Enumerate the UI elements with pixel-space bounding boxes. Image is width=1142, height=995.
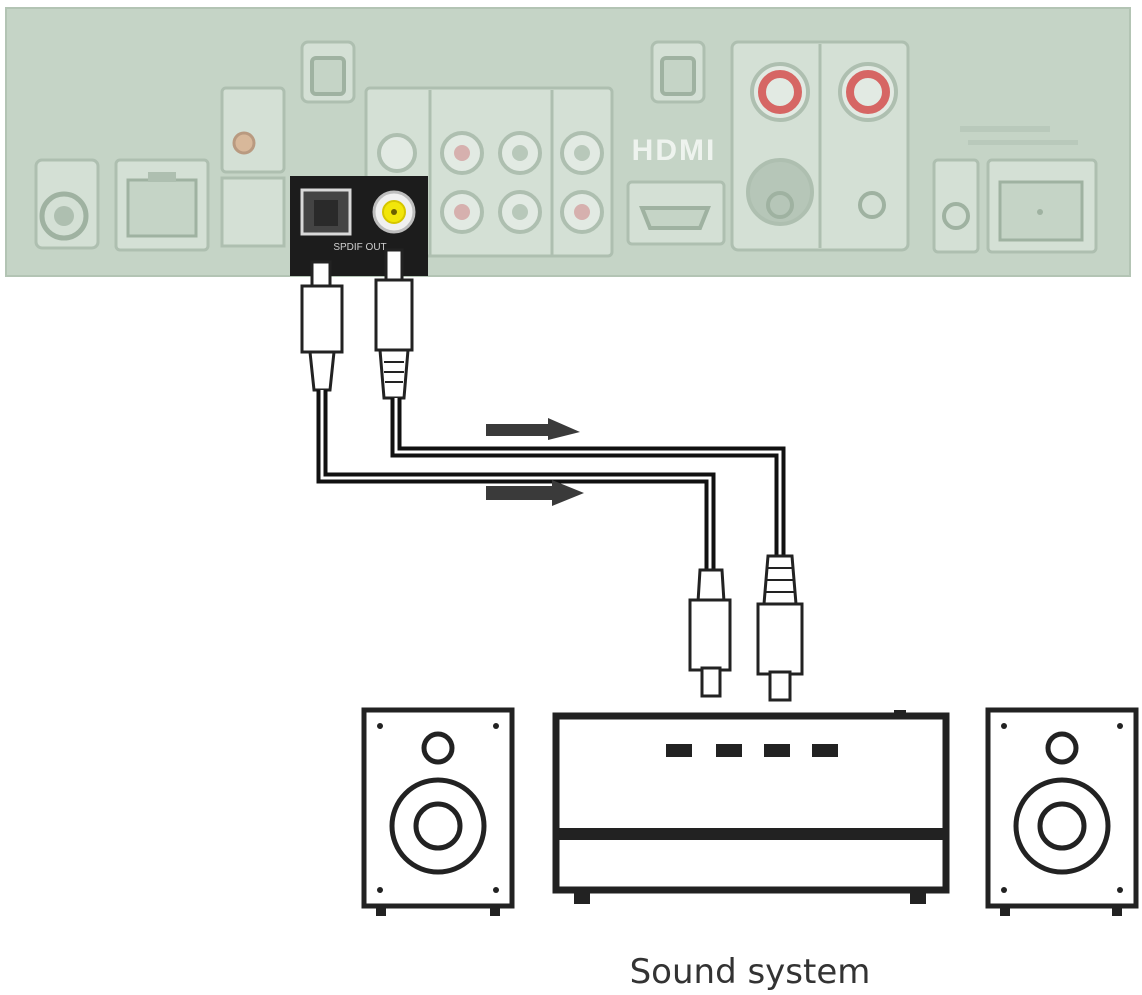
optical-cable	[300, 260, 732, 698]
antenna-port-left	[300, 40, 356, 104]
right-speaker-icon	[985, 707, 1139, 916]
optical-out-port	[300, 188, 352, 236]
antenna-port-right	[650, 40, 706, 104]
ethernet-port	[114, 158, 210, 252]
power-port	[34, 158, 100, 250]
small-jack-port-right	[932, 158, 980, 254]
device-rear-panel: HDMI	[5, 7, 1131, 277]
hdmi-port	[626, 180, 726, 246]
spdif-out-label: SPDIF OUT	[333, 242, 386, 253]
small-jack-port	[220, 86, 286, 248]
speaker-terminals	[730, 40, 910, 252]
sound-system-receiver-icon	[552, 710, 950, 904]
coaxial-cable	[374, 248, 804, 702]
power-inlet	[986, 158, 1098, 254]
signal-direction-arrow-bottom	[486, 480, 584, 506]
left-speaker-icon	[361, 707, 515, 916]
signal-direction-arrow-top	[486, 418, 580, 440]
coaxial-out-port	[372, 190, 416, 234]
spdif-out-block: SPDIF OUT	[290, 176, 428, 276]
sound-system-caption: Sound system	[629, 952, 871, 992]
faded-panel-text	[960, 126, 1078, 145]
hdmi-label: HDMI	[632, 134, 717, 167]
